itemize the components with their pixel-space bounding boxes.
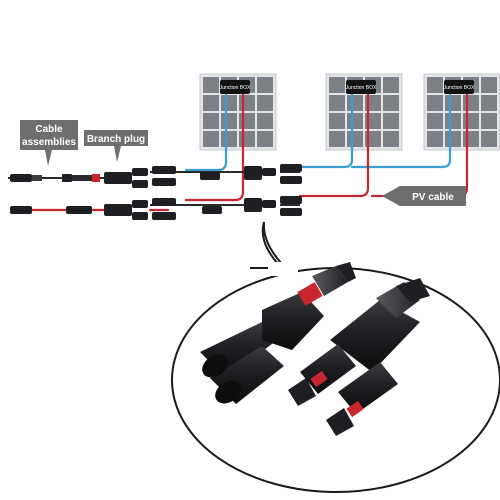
junction-box-icon: Junction BOX — [346, 80, 377, 94]
mc4-connector-icon — [152, 166, 222, 220]
branch-plug-text: Branch plug — [87, 134, 145, 145]
cable-assemblies-line1: Cable — [35, 124, 63, 135]
mc4-connector-icon — [10, 174, 100, 214]
junction-box-label: Junction BOX — [220, 85, 251, 91]
junction-box-icon: Junction BOX — [220, 80, 251, 94]
pv-cable-label: PV cable — [382, 186, 466, 206]
branch-connector-female-icon — [200, 262, 356, 404]
branch-connector-icon — [244, 164, 302, 216]
blue-wires — [184, 90, 452, 172]
junction-box-label: Junction BOX — [346, 85, 377, 91]
junction-box-label: Junction BOX — [444, 85, 475, 91]
junction-box-icon: Junction BOX — [444, 80, 475, 94]
cable-assemblies-label: Cable assemblies — [20, 120, 78, 166]
branch-connector-icon — [104, 168, 148, 220]
branch-plug-label: Branch plug — [84, 130, 148, 162]
branch-connector-male-icon — [288, 278, 430, 436]
pv-cable-text: PV cable — [412, 192, 454, 203]
cable-assemblies-line2: assemblies — [22, 137, 76, 148]
